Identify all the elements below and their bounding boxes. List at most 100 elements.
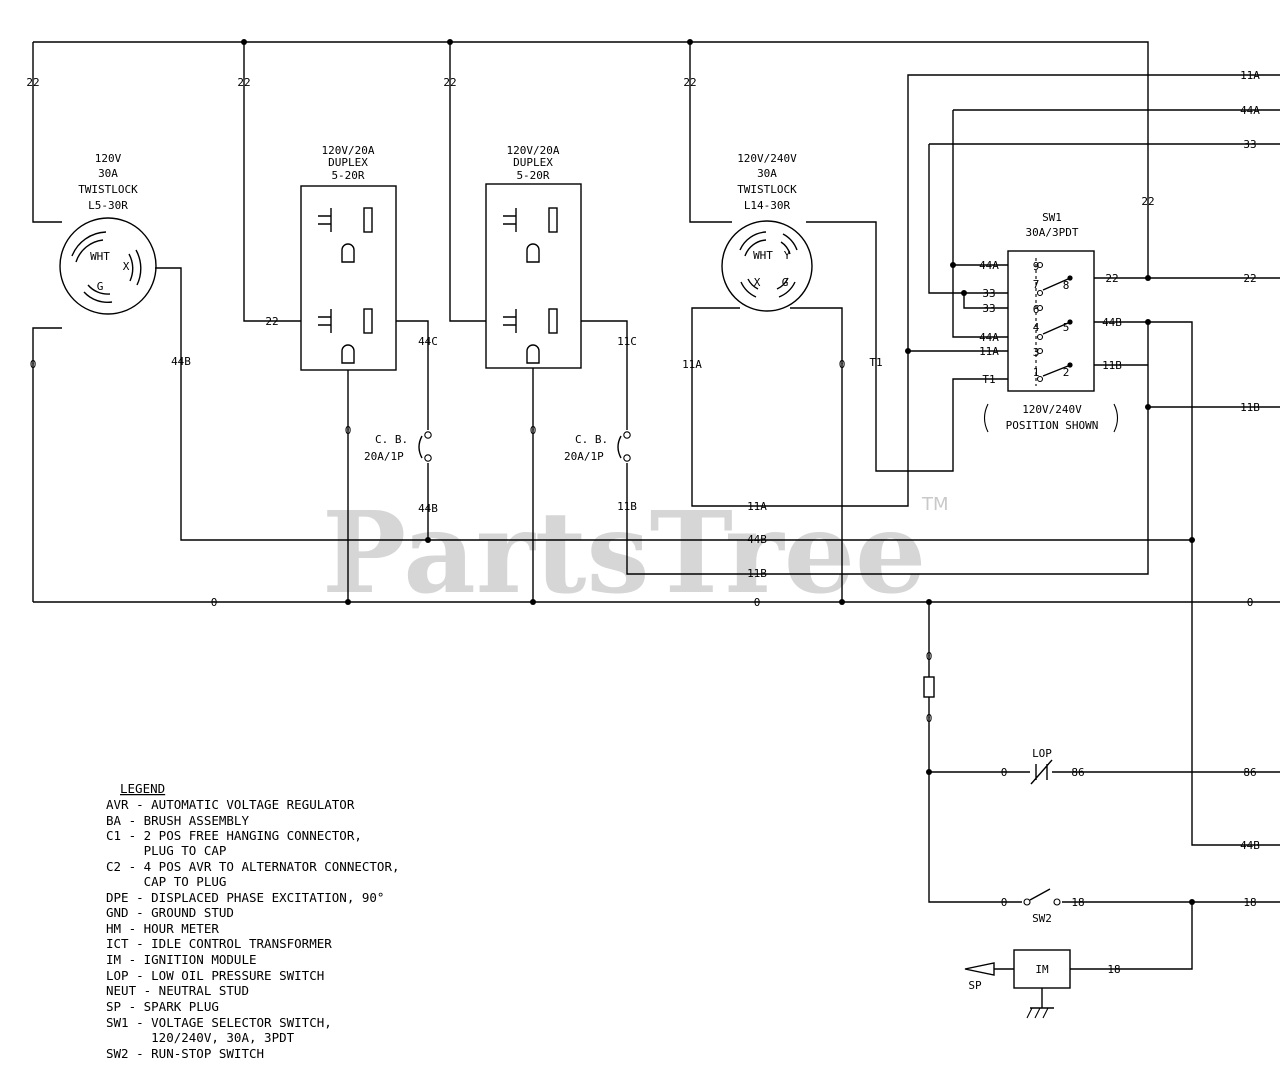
svg-text:18: 18 <box>1243 896 1256 909</box>
ignition-module: IM SP <box>964 949 1071 1019</box>
svg-text:1: 1 <box>1033 366 1040 379</box>
svg-text:11A: 11A <box>747 500 767 513</box>
svg-text:44B: 44B <box>1240 839 1260 852</box>
legend-line: AVR - AUTOMATIC VOLTAGE REGULATOR <box>106 797 355 812</box>
svg-text:5: 5 <box>1063 321 1070 334</box>
svg-text:0: 0 <box>345 424 352 437</box>
svg-text:L14-30R: L14-30R <box>744 199 791 212</box>
circuit-breaker-2: C. B. 20A/1P <box>564 431 631 463</box>
svg-text:18: 18 <box>1071 896 1084 909</box>
svg-text:WHT: WHT <box>753 249 773 262</box>
legend-line: 120/240V, 30A, 3PDT <box>106 1030 295 1045</box>
svg-text:30A/3PDT: 30A/3PDT <box>1026 226 1079 239</box>
svg-text:11B: 11B <box>747 567 767 580</box>
legend-line: CAP TO PLUG <box>106 874 226 889</box>
svg-text:T1: T1 <box>982 373 995 386</box>
wire-0-bus <box>32 307 1280 605</box>
svg-text:11B: 11B <box>1102 359 1122 372</box>
svg-text:C. B.: C. B. <box>375 433 408 446</box>
wire-labels: 22 22 22 22 22 22 22 22 0 0 0 0 0 0 0 0 … <box>26 69 1260 976</box>
svg-text:11B: 11B <box>1240 401 1260 414</box>
svg-text:G: G <box>782 276 789 289</box>
svg-text:4: 4 <box>1033 321 1040 334</box>
svg-text:0: 0 <box>839 358 846 371</box>
svg-text:120V: 120V <box>95 152 122 165</box>
receptacle-l14-30r: 120V/240V 30A TWISTLOCK L14-30R WHT Y X … <box>721 152 813 312</box>
switch-sw1: SW1 30A/3PDT 9 7 6 4 3 1 8 5 2 120V/240V… <box>983 211 1119 433</box>
svg-text:0: 0 <box>1001 896 1008 909</box>
svg-text:IM: IM <box>1035 963 1049 976</box>
legend-line: GND - GROUND STUD <box>106 905 234 920</box>
svg-text:L5-30R: L5-30R <box>88 199 128 212</box>
svg-text:2: 2 <box>1063 366 1070 379</box>
svg-text:22: 22 <box>1105 272 1118 285</box>
legend: LEGEND AVR - AUTOMATIC VOLTAGE REGULATOR… <box>106 781 400 1061</box>
svg-text:44A: 44A <box>979 259 999 272</box>
svg-text:11A: 11A <box>1240 69 1260 82</box>
svg-text:22: 22 <box>683 76 696 89</box>
svg-text:X: X <box>123 260 130 273</box>
svg-text:7: 7 <box>1033 278 1040 291</box>
svg-text:8: 8 <box>1063 279 1070 292</box>
switch-lop: LOP <box>1030 747 1053 785</box>
svg-text:TWISTLOCK: TWISTLOCK <box>737 183 797 196</box>
svg-text:SW2: SW2 <box>1032 912 1052 925</box>
svg-text:44B: 44B <box>171 355 191 368</box>
svg-text:22: 22 <box>443 76 456 89</box>
svg-text:22: 22 <box>1243 272 1256 285</box>
legend-line: NEUT - NEUTRAL STUD <box>106 983 249 998</box>
svg-text:0: 0 <box>754 596 761 609</box>
svg-text:44B: 44B <box>1102 316 1122 329</box>
receptacle-duplex-1: 120V/20A DUPLEX 5-20R <box>300 144 397 371</box>
svg-text:0: 0 <box>926 712 933 725</box>
svg-text:20A/1P: 20A/1P <box>564 450 604 463</box>
receptacle-duplex-2: 120V/20A DUPLEX 5-20R <box>485 144 582 369</box>
svg-text:0: 0 <box>1001 766 1008 779</box>
legend-line: SP - SPARK PLUG <box>106 999 219 1014</box>
wire-44-11-group <box>155 267 1280 846</box>
watermark: PartsTree <box>322 488 926 619</box>
wire-engine-circuit <box>923 602 1280 970</box>
legend-line: ICT - IDLE CONTROL TRANSFORMER <box>106 936 332 951</box>
receptacle-l5-30r: 120V 30A TWISTLOCK L5-30R WHT X G <box>59 152 157 315</box>
svg-text:5-20R: 5-20R <box>516 169 549 182</box>
wire-22-bus <box>32 39 1280 322</box>
svg-text:11B: 11B <box>617 500 637 513</box>
svg-text:86: 86 <box>1071 766 1084 779</box>
svg-text:0: 0 <box>926 650 933 663</box>
svg-text:SP: SP <box>968 979 982 992</box>
svg-text:44B: 44B <box>418 502 438 515</box>
svg-text:0: 0 <box>211 596 218 609</box>
svg-text:33: 33 <box>982 302 995 315</box>
svg-text:3: 3 <box>1033 346 1040 359</box>
svg-text:120V/20A: 120V/20A <box>507 144 560 157</box>
svg-text:20A/1P: 20A/1P <box>364 450 404 463</box>
svg-text:TWISTLOCK: TWISTLOCK <box>78 183 138 196</box>
svg-text:SW1: SW1 <box>1042 211 1062 224</box>
svg-text:X: X <box>754 276 761 289</box>
svg-text:120V/20A: 120V/20A <box>322 144 375 157</box>
svg-text:11C: 11C <box>617 335 637 348</box>
svg-text:DUPLEX: DUPLEX <box>513 156 553 169</box>
svg-text:120V/240V: 120V/240V <box>1022 403 1082 416</box>
svg-text:0: 0 <box>530 424 537 437</box>
svg-text:22: 22 <box>237 76 250 89</box>
legend-line: C2 - 4 POS AVR TO ALTERNATOR CONNECTOR, <box>106 859 400 874</box>
svg-text:33: 33 <box>982 287 995 300</box>
svg-text:120V/240V: 120V/240V <box>737 152 797 165</box>
svg-text:44A: 44A <box>979 331 999 344</box>
svg-text:30A: 30A <box>98 167 118 180</box>
svg-text:0: 0 <box>1247 596 1254 609</box>
svg-text:WHT: WHT <box>90 250 110 263</box>
svg-text:86: 86 <box>1243 766 1256 779</box>
svg-text:18: 18 <box>1107 963 1120 976</box>
svg-text:9: 9 <box>1033 260 1040 273</box>
circuit-breaker-1: C. B. 20A/1P <box>364 431 432 463</box>
svg-text:5-20R: 5-20R <box>331 169 364 182</box>
legend-line: SW2 - RUN-STOP SWITCH <box>106 1046 264 1061</box>
legend-line: C1 - 2 POS FREE HANGING CONNECTOR, <box>106 828 362 843</box>
svg-text:T1: T1 <box>869 356 882 369</box>
legend-line: DPE - DISPLACED PHASE EXCITATION, 90° <box>106 890 384 905</box>
svg-text:22: 22 <box>265 315 278 328</box>
